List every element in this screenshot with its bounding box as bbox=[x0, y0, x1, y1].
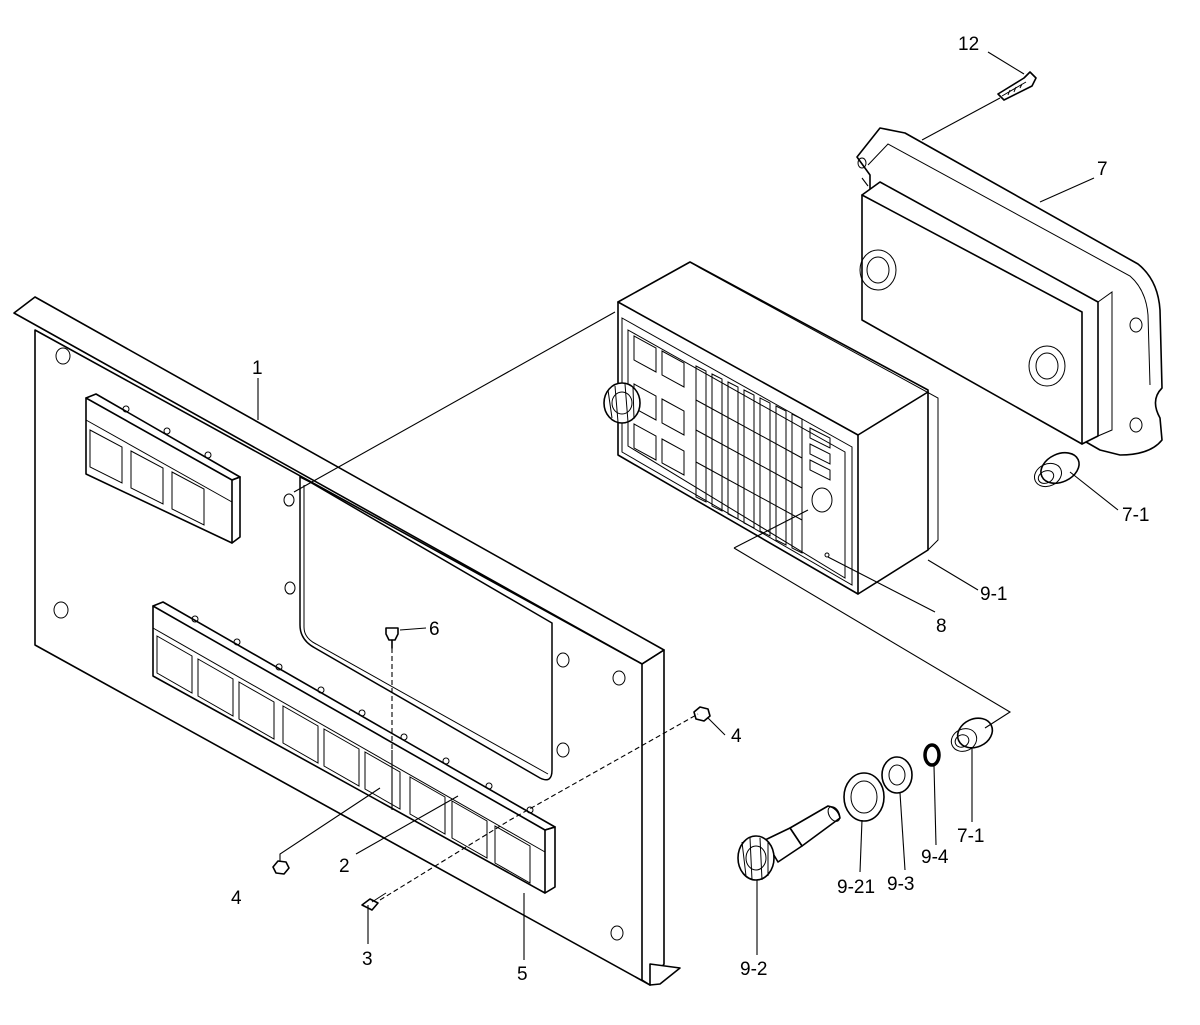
label-4-lower: 4 bbox=[231, 888, 242, 909]
label-3: 3 bbox=[362, 949, 373, 970]
panel-body bbox=[603, 261, 939, 595]
grommet-7-1-front bbox=[950, 717, 994, 752]
mounting-plate bbox=[13, 296, 681, 986]
label-2: 2 bbox=[339, 856, 350, 877]
relay-bracket-upper bbox=[85, 393, 241, 544]
callout-labels: 12 7 7-1 9-1 8 1 6 4 4 2 3 5 9-2 9-21 9-… bbox=[231, 34, 1149, 985]
nut-4-lower bbox=[272, 860, 290, 875]
label-8: 8 bbox=[936, 616, 947, 637]
o-ring-9-4 bbox=[923, 743, 941, 767]
washer-9-3 bbox=[881, 756, 913, 794]
grommet-7-1-rear bbox=[1033, 451, 1080, 488]
knob-shaft-9-2 bbox=[737, 805, 841, 881]
label-9-21: 9-21 bbox=[837, 877, 875, 898]
screw-6 bbox=[385, 627, 399, 649]
washer-9-21 bbox=[843, 772, 885, 822]
label-9-1: 9-1 bbox=[980, 584, 1007, 605]
label-1: 1 bbox=[252, 358, 263, 379]
label-9-4: 9-4 bbox=[921, 847, 949, 868]
label-4-upper: 4 bbox=[731, 726, 742, 747]
relay-bracket-lower bbox=[152, 601, 556, 894]
label-7: 7 bbox=[1097, 159, 1108, 180]
label-12: 12 bbox=[958, 34, 979, 55]
label-9-2: 9-2 bbox=[740, 959, 767, 980]
label-7-1-rear: 7-1 bbox=[1122, 505, 1149, 526]
assembly-lines bbox=[293, 97, 1012, 901]
rear-cover bbox=[856, 127, 1163, 456]
label-6: 6 bbox=[429, 619, 440, 640]
screw-3 bbox=[361, 892, 387, 911]
nut-4-upper bbox=[693, 706, 711, 722]
label-9-3: 9-3 bbox=[887, 874, 914, 895]
label-5: 5 bbox=[517, 964, 528, 985]
callout-leaders bbox=[257, 51, 1119, 960]
label-7-1-front: 7-1 bbox=[957, 826, 984, 847]
screw-12 bbox=[997, 71, 1037, 101]
